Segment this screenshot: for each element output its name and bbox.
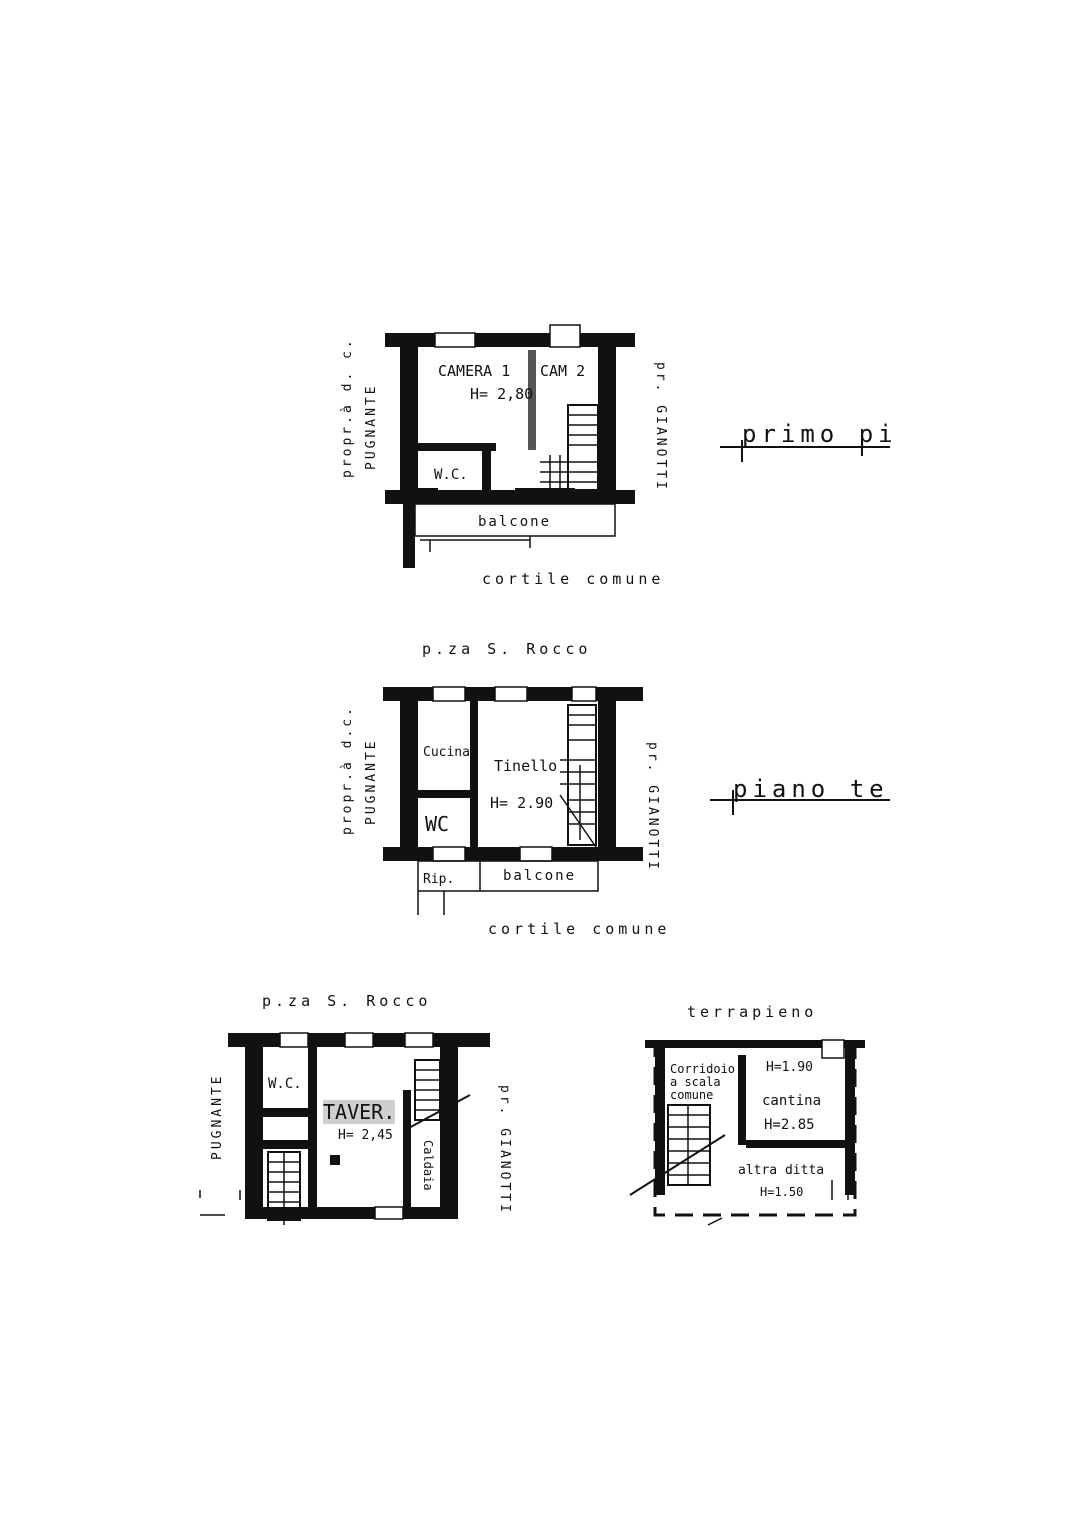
pillar [330,1155,340,1165]
cellar-plan [629,1039,865,1226]
wall [418,790,476,798]
wall [245,1207,458,1219]
staircase [567,704,597,846]
top-label: terrapieno [687,1003,818,1021]
balcony-outline [417,860,599,892]
wall [403,504,415,568]
ground-floor-plan [383,686,643,915]
wall [470,701,478,847]
room-height-label: H= 2,45 [338,1128,393,1143]
window [519,846,553,862]
corridor-label: a scala [670,1075,721,1089]
window [494,686,528,702]
left-owner-name: PUGNANTE [364,738,379,825]
tavern-label: TAVER. [323,1100,396,1124]
corridor-label: Corridoio [670,1062,736,1076]
floor-title: primo pi [742,420,898,448]
wall [738,1055,746,1145]
room-height-label: H= 2,80 [470,385,534,403]
window [432,686,466,702]
street-label: p.za S. Rocco [422,640,592,658]
wall [245,1033,263,1218]
right-owner-label: pr. GIANOTTI [645,742,660,872]
window [279,1032,309,1048]
window [821,1039,845,1059]
floor-title: piano te [733,775,889,803]
left-owner-name: PUGNANTE [364,383,379,470]
window [571,686,597,702]
wall [385,333,635,347]
balcony-outline [414,503,616,537]
wall [418,488,438,496]
courtyard-label: cortile comune [488,920,671,938]
window [374,1206,404,1220]
living-room-label: Tinello [494,757,558,775]
wall [515,488,575,496]
left-owner-label: propr.à d.c. [340,705,355,835]
staircase [567,404,599,491]
corridor-label: comune [670,1088,714,1102]
window [344,1032,374,1048]
wall [598,687,616,859]
left-owner-name: PUGNANTE [210,1073,225,1160]
wall [418,443,496,451]
other-owner-height-label: H=1.50 [760,1185,804,1199]
balcony-label: balcone [478,514,552,530]
wall [440,1033,458,1218]
wall [645,1040,865,1048]
street-label: p.za S. Rocco [262,992,432,1010]
left-owner-label: propr.à d. c. [340,337,355,478]
height-label: H=1.90 [766,1060,813,1075]
room-height-label: H= 2.90 [490,794,554,812]
room-camera-1-label: CAMERA 1 [438,362,511,380]
first-floor-plan [385,324,635,568]
wall [746,1140,846,1148]
storage-label: Rip. [423,872,455,887]
window [549,324,581,348]
wall [400,687,418,859]
wall [655,1045,665,1195]
right-owner-label: pr. GIANOTTI [653,362,668,492]
room-camera-2-label: CAM 2 [540,362,586,380]
title-underlines [710,440,890,815]
wc-label: W.C. [268,1076,302,1092]
wall [482,443,491,498]
basement-plan [199,1032,490,1225]
boiler-label: Caldaia [421,1140,435,1191]
window [434,332,476,348]
wc-label: W.C. [434,467,468,483]
wall [263,1108,308,1117]
right-owner-label: pr. GIANOTTI [497,1085,512,1215]
wall [263,1140,308,1149]
kitchen-label: Cucina [423,745,470,760]
wall [528,350,536,450]
wall [598,333,616,498]
courtyard-label: cortile comune [482,570,665,588]
wall [383,847,643,861]
wall [403,1090,411,1207]
window [404,1032,434,1048]
wall [400,333,418,498]
cantina-height-label: H=2.85 [764,1117,815,1133]
balcony-label: balcone [503,868,577,884]
wall [308,1047,317,1207]
window [432,846,466,862]
wc-label: WC [425,812,450,836]
cantina-label: cantina [762,1093,822,1109]
wall [845,1045,855,1195]
staircase [667,1104,711,1186]
other-owner-label: altra ditta [738,1163,825,1178]
